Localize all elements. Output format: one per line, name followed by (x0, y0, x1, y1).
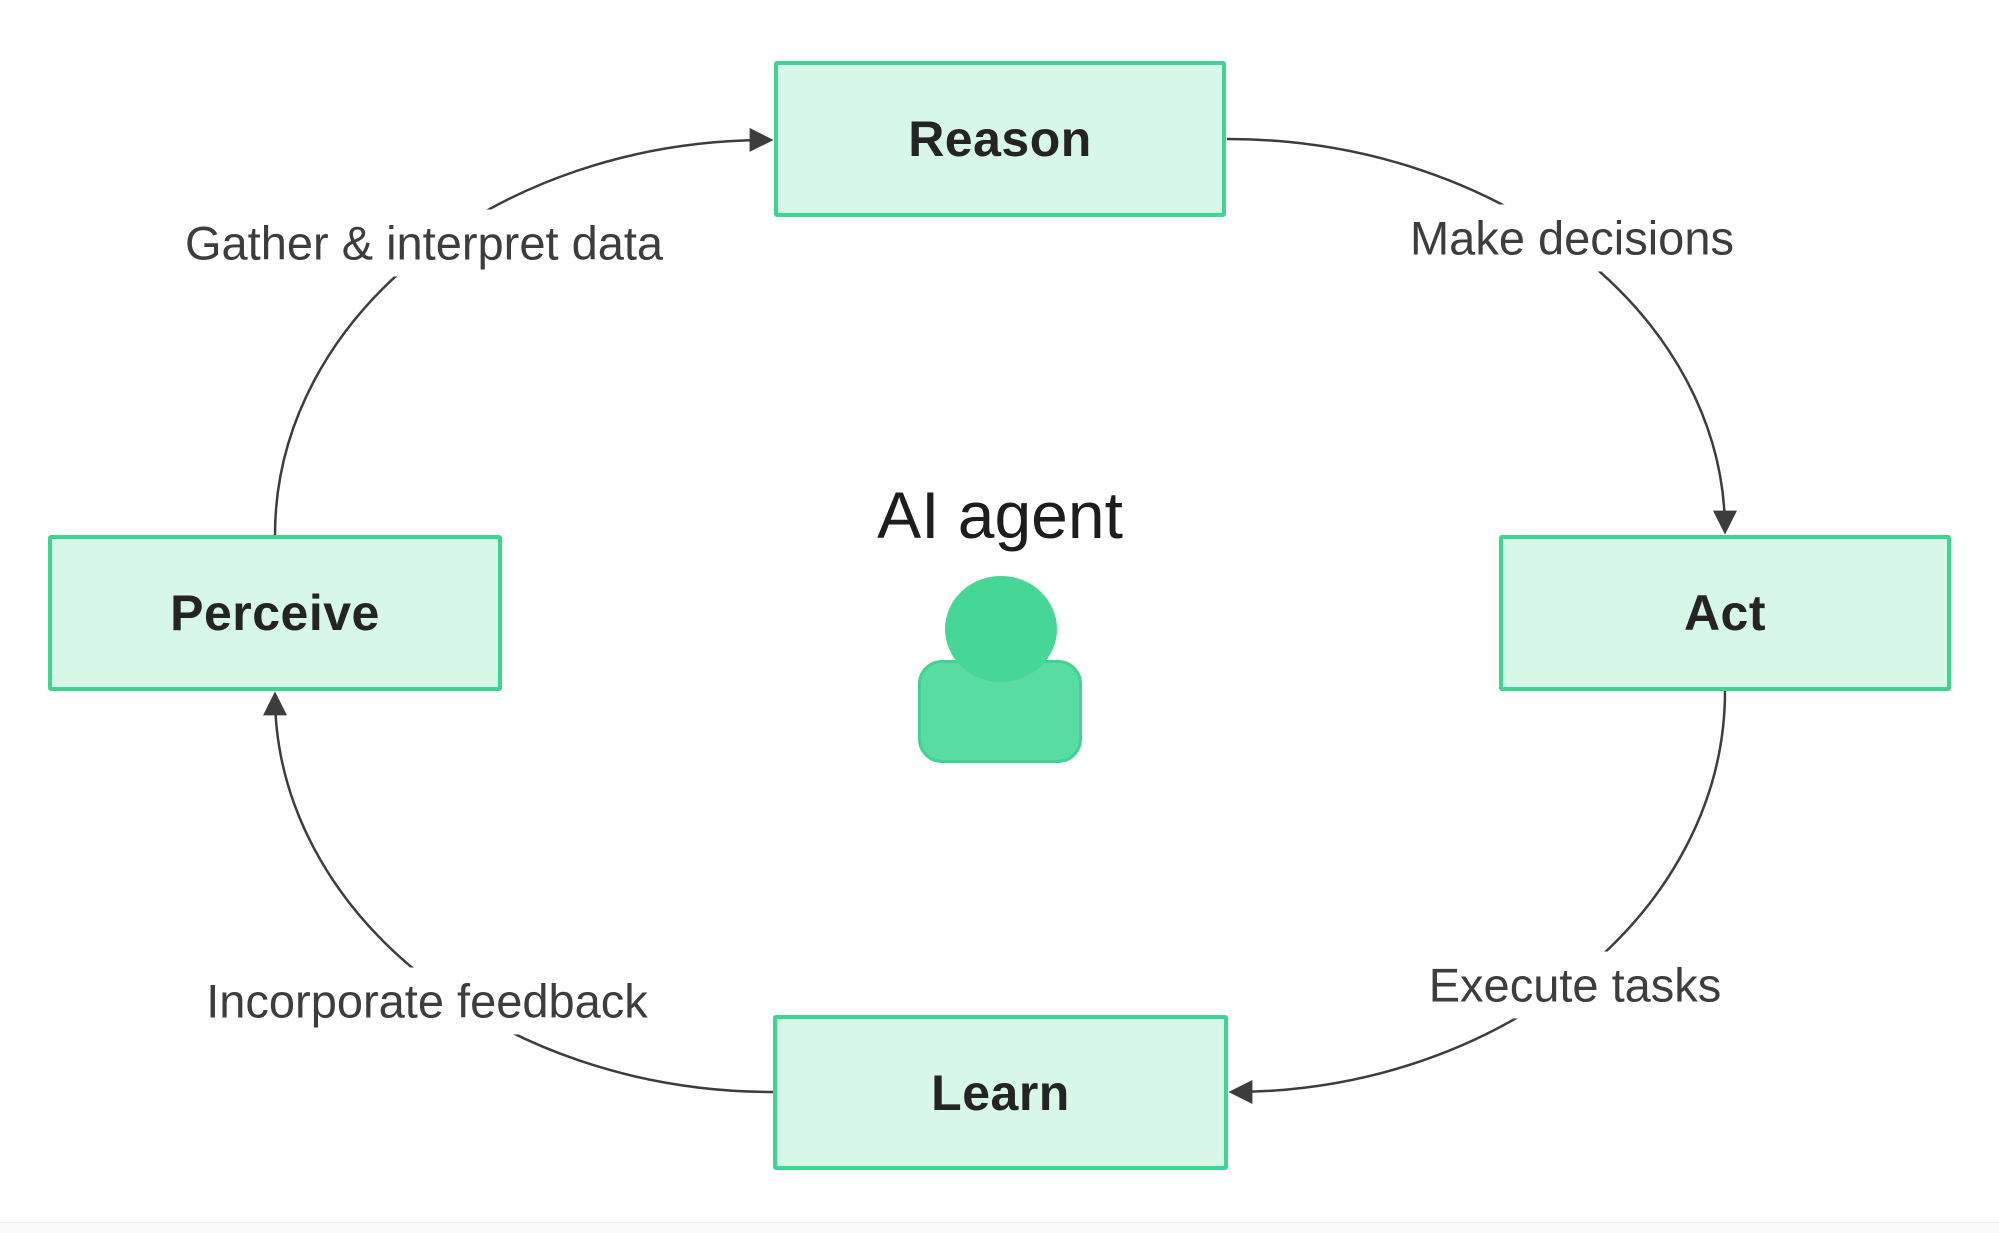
node-perceive: Perceive (48, 535, 502, 691)
edge-act-to-learn (1228, 690, 1727, 1104)
person-icon (918, 576, 1082, 763)
node-act: Act (1499, 535, 1951, 691)
edge-label-incorporate-feedback: Incorporate feedback (190, 967, 664, 1035)
node-learn: Learn (773, 1015, 1228, 1170)
bottom-edge-bar (0, 1222, 1999, 1233)
node-perceive-label: Perceive (170, 585, 380, 641)
node-reason-label: Reason (908, 111, 1092, 167)
node-reason: Reason (774, 61, 1226, 217)
person-icon-head (945, 576, 1057, 682)
node-learn-label: Learn (931, 1064, 1070, 1121)
edge-label-execute-tasks: Execute tasks (1412, 951, 1738, 1019)
node-act-label: Act (1683, 585, 1767, 641)
ai-agent-title: AI agent (877, 478, 1123, 552)
edge-label-gather-interpret-data: Gather & interpret data (168, 209, 680, 277)
edge-label-make-decisions: Make decisions (1394, 204, 1750, 272)
edge-perceive-to-reason (273, 127, 774, 536)
edge-reason-to-act (1226, 137, 1737, 535)
